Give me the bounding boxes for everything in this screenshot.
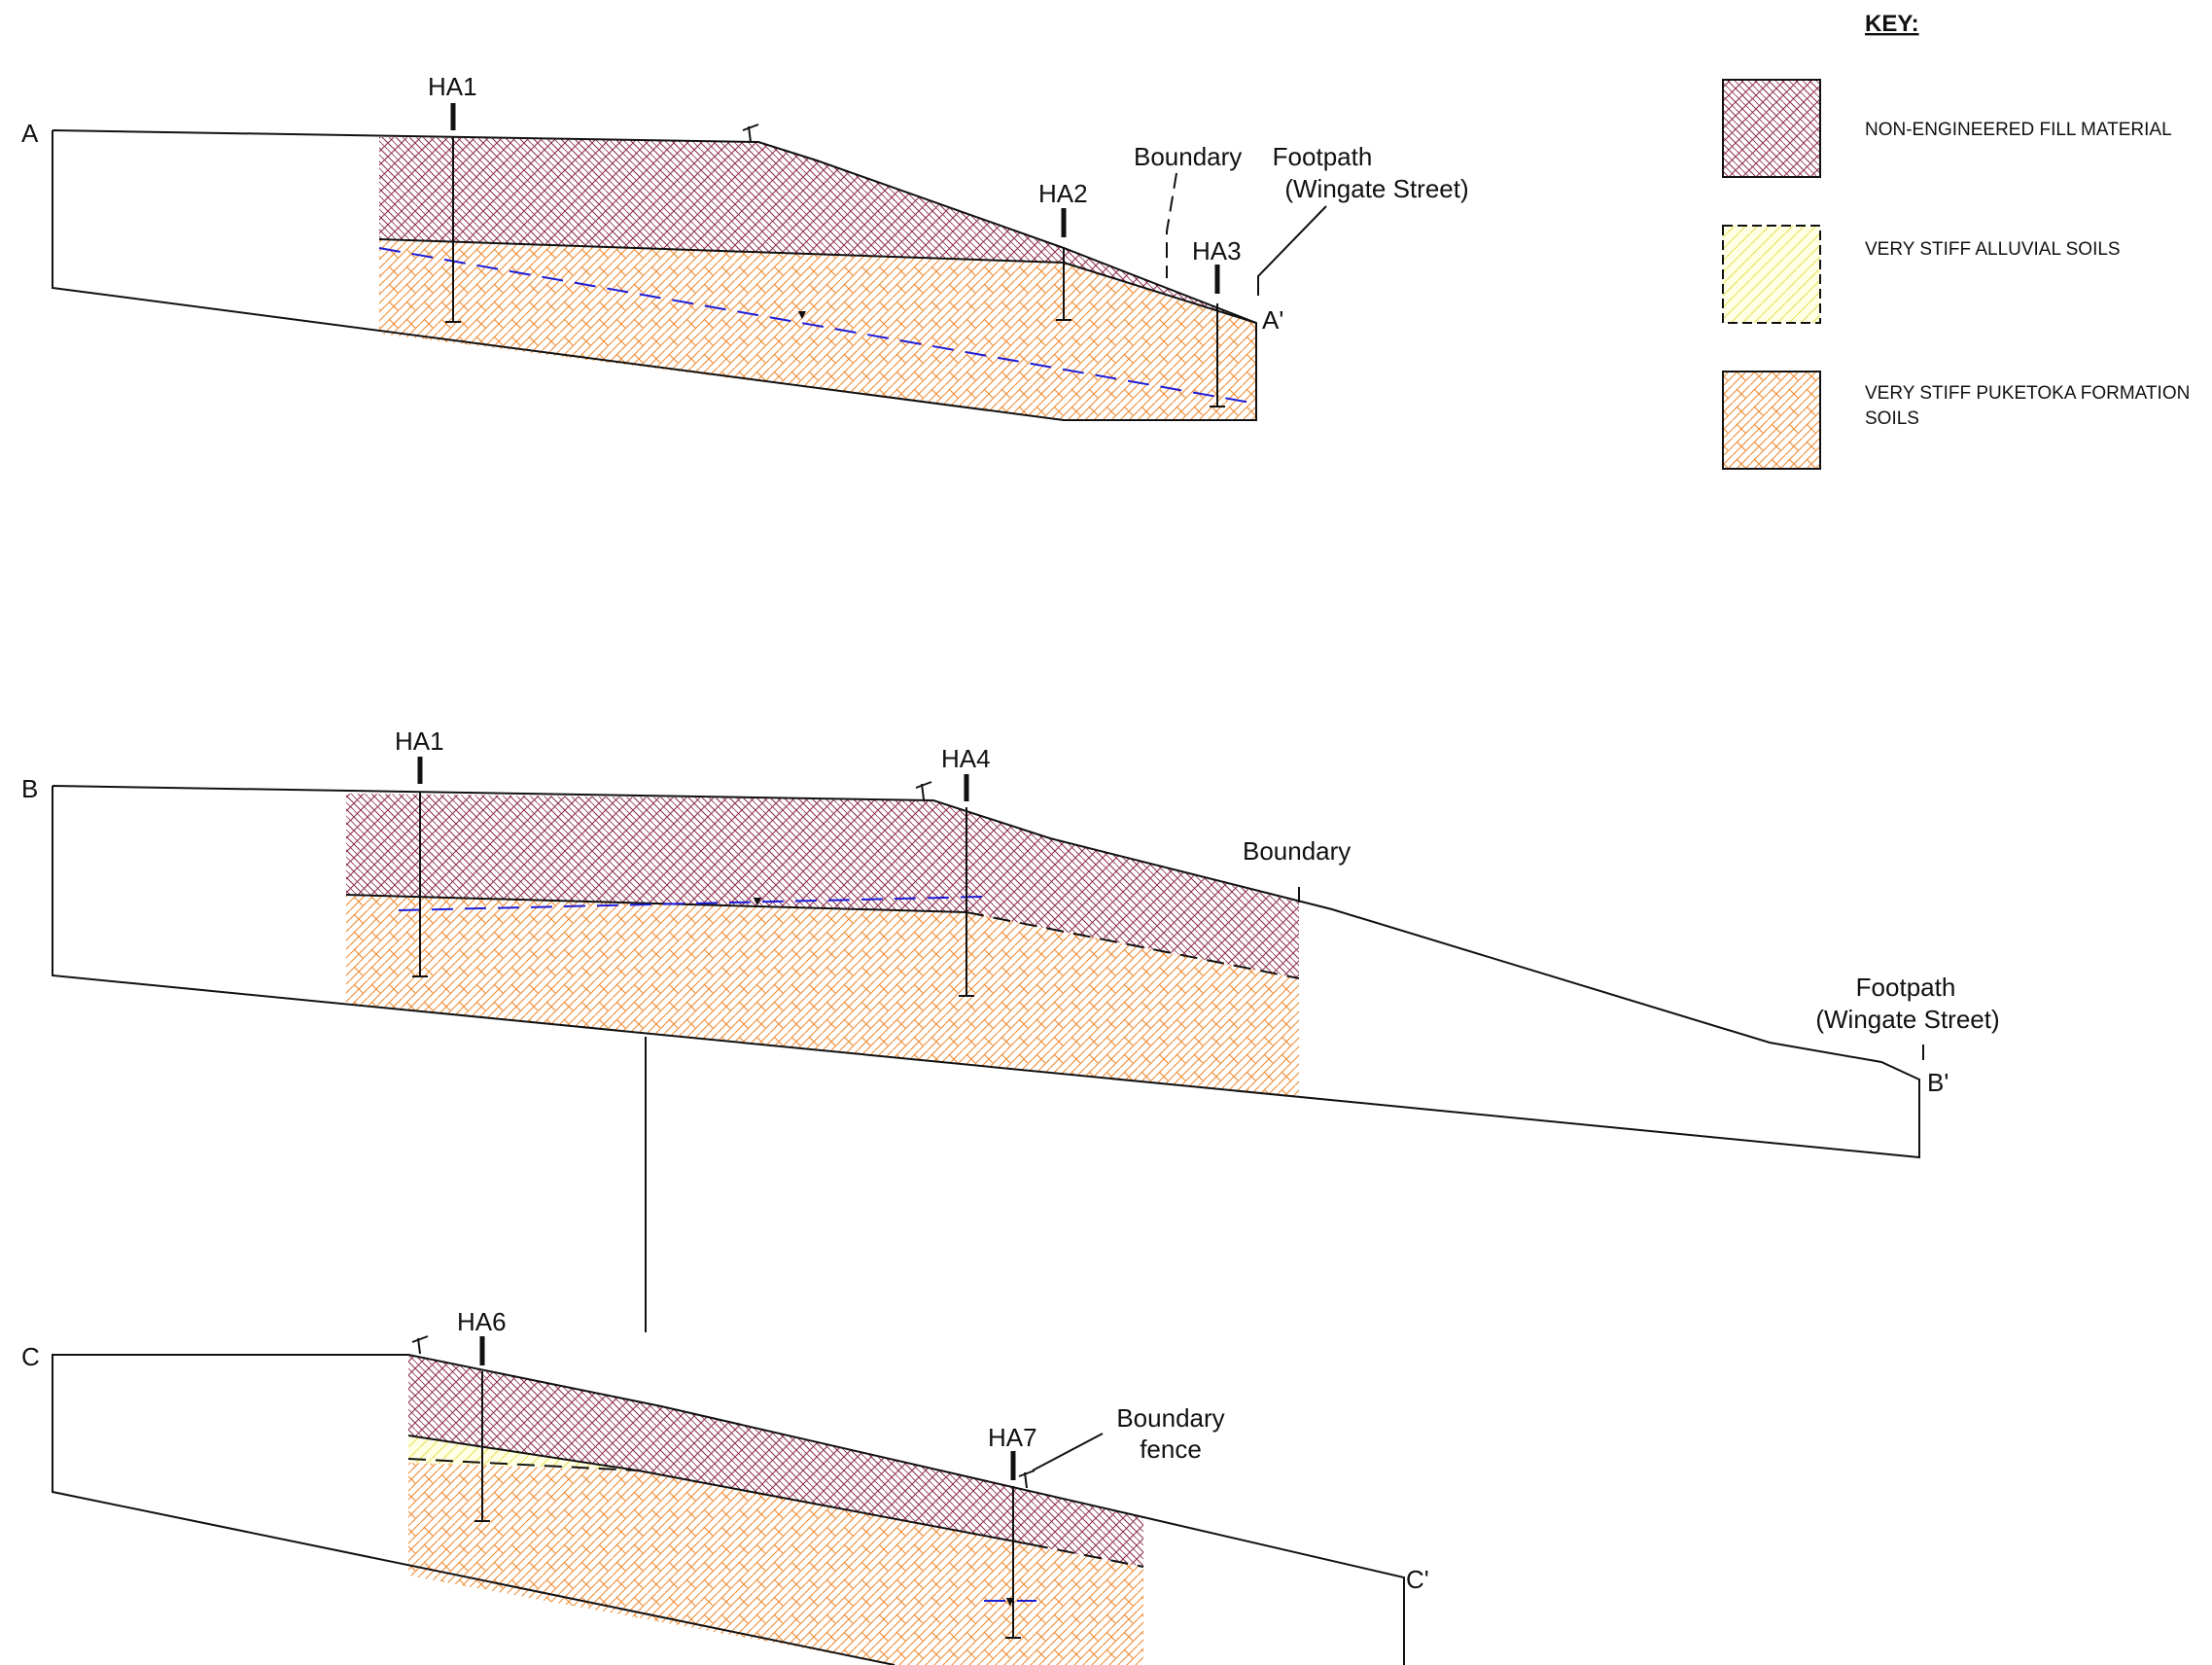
borehole-label-ha1-a: HA1 bbox=[428, 72, 477, 101]
section-c-fill-layer bbox=[408, 1355, 1143, 1567]
footpath-leader-a bbox=[1257, 205, 1327, 296]
section-b-fill-layer bbox=[346, 794, 1299, 978]
boundary-fence-leader bbox=[1032, 1433, 1104, 1471]
section-c: ▼ HA6 HA7 Boundary fence C C' bbox=[21, 1307, 1429, 1665]
legend-label-puketoka-line2: SOILS bbox=[1865, 408, 1919, 429]
legend-label-fill: NON-ENGINEERED FILL MATERIAL bbox=[1865, 120, 2172, 140]
boundary-label-a: Boundary bbox=[1134, 142, 1242, 171]
water-level-marker-icon: ▼ bbox=[751, 893, 764, 908]
section-a-puketoka-layer bbox=[379, 239, 1256, 420]
section-c-end-label: C' bbox=[1406, 1565, 1429, 1594]
boundary-label-b: Boundary bbox=[1243, 836, 1351, 866]
section-a-fill-layer bbox=[379, 137, 1256, 323]
legend-swatch-fill bbox=[1722, 79, 1821, 178]
footpath-label-a-line1: Footpath bbox=[1273, 142, 1373, 171]
legend-swatch-puketoka bbox=[1722, 371, 1821, 470]
footpath-label-a-line2: (Wingate Street) bbox=[1284, 174, 1468, 203]
section-c-puketoka-layer bbox=[408, 1463, 1143, 1665]
section-b-fill-contact bbox=[345, 894, 967, 913]
section-b-outline bbox=[52, 785, 1920, 1159]
borehole-label-ha2: HA2 bbox=[1038, 179, 1088, 208]
legend-label-alluvial: VERY STIFF ALLUVIAL SOILS bbox=[1865, 239, 2121, 260]
boundary-leader-a bbox=[1166, 172, 1177, 278]
boundary-fence-label-line1: Boundary bbox=[1116, 1403, 1224, 1433]
section-a-groundwater-line bbox=[378, 247, 1257, 405]
section-c-alluvial-contact bbox=[407, 1458, 639, 1471]
section-a-end-label: A' bbox=[1262, 305, 1283, 335]
section-c-fill-contact bbox=[407, 1435, 639, 1471]
borehole-label-ha4: HA4 bbox=[941, 744, 991, 773]
survey-marker-icon bbox=[915, 781, 932, 800]
section-b: ▼ HA1 HA4 Boundary Footpath (Wingate Str… bbox=[21, 726, 2000, 1159]
section-a-start-label: A bbox=[21, 119, 39, 148]
section-b-start-label: B bbox=[21, 774, 38, 803]
fence-marker-icon bbox=[1018, 1470, 1036, 1489]
borehole-label-ha1-b: HA1 bbox=[395, 726, 444, 756]
footpath-label-b-line2: (Wingate Street) bbox=[1815, 1005, 1999, 1034]
section-a-fill-contact bbox=[378, 238, 1065, 264]
legend-swatch-alluvial bbox=[1722, 225, 1821, 324]
water-level-marker-icon: ▼ bbox=[1003, 1593, 1017, 1609]
section-a: ▼ HA1 HA2 HA3 Boundary Footpath (Wingate… bbox=[21, 72, 1469, 421]
borehole-label-ha3: HA3 bbox=[1192, 236, 1242, 266]
borehole-label-ha7: HA7 bbox=[988, 1423, 1037, 1452]
section-c-start-label: C bbox=[21, 1342, 40, 1371]
survey-marker-icon bbox=[742, 124, 759, 143]
legend-label-puketoka-line1: VERY STIFF PUKETOKA FORMATION bbox=[1865, 383, 2190, 404]
boundary-fence-label-line2: fence bbox=[1140, 1435, 1202, 1464]
section-b-puketoka-layer bbox=[346, 895, 1299, 1096]
section-c-outline bbox=[52, 1354, 1405, 1665]
survey-marker-icon bbox=[411, 1335, 429, 1355]
section-b-end-label: B' bbox=[1927, 1068, 1949, 1097]
legend-title: KEY: bbox=[1865, 11, 1919, 37]
legend-key: KEY: NON-ENGINEERED FILL MATERIAL VERY S… bbox=[1722, 11, 2190, 470]
borehole-label-ha6: HA6 bbox=[457, 1307, 507, 1336]
footpath-label-b-line1: Footpath bbox=[1856, 973, 1956, 1002]
water-level-marker-icon: ▼ bbox=[795, 306, 809, 322]
